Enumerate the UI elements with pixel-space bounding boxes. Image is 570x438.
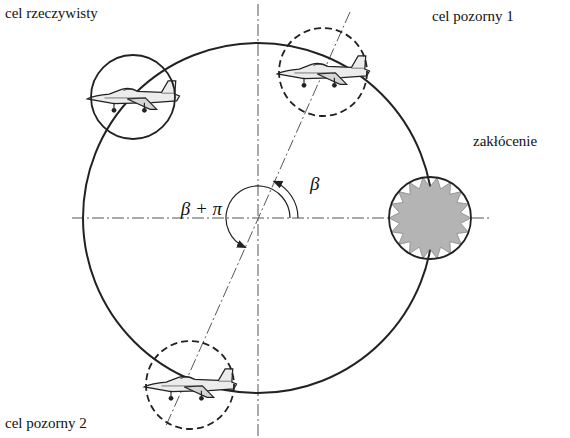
node-label: cel pozorny 2 [5,415,87,432]
circle-outline [388,176,472,260]
node-label: zakłócenie [473,133,537,150]
false-target: cel pozorny 2 [145,340,235,430]
node-label: cel rzeczywisty [5,5,98,22]
real-target: cel rzeczywisty [90,54,176,140]
scan-circle [83,43,433,393]
angle-label: β [310,174,319,193]
jamming-source: zakłócenie [388,176,472,260]
circle-outline [145,340,235,430]
aircraft [87,81,179,113]
angle-arc [274,182,298,219]
circle-outline [278,27,368,117]
aircraft [144,369,236,401]
aircraft [277,56,369,88]
node-label: cel pozorny 1 [432,8,514,25]
false-target: cel pozorny 1 [278,27,368,117]
jamming-burst [389,178,471,259]
angle-arc [226,186,290,247]
angle-label: β + π [181,199,222,218]
circle-outline [90,54,176,140]
